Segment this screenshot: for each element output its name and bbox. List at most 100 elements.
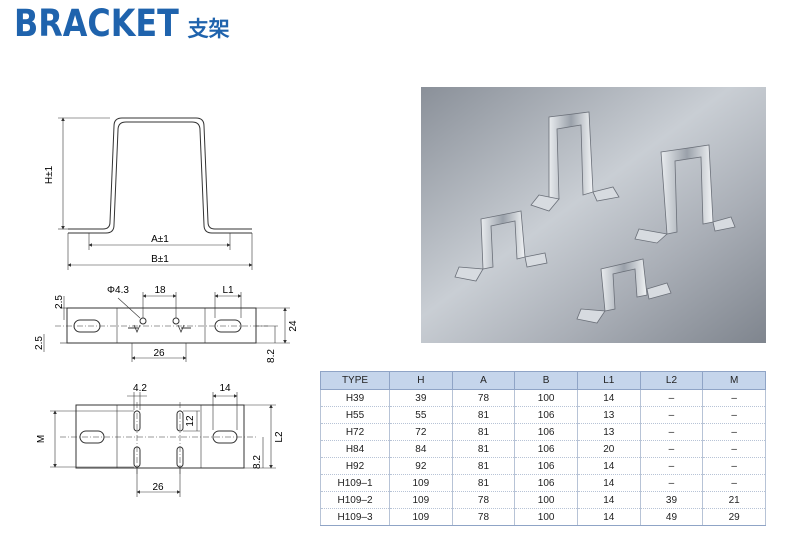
table-cell: H92 bbox=[320, 457, 390, 475]
table-cell: – bbox=[702, 474, 766, 492]
table-cell: 106 bbox=[514, 406, 578, 424]
table-cell: H72 bbox=[320, 423, 390, 441]
table-cell: 14 bbox=[576, 491, 641, 509]
table-cell: – bbox=[702, 457, 766, 475]
table-cell: – bbox=[639, 457, 704, 475]
table-cell: – bbox=[639, 406, 704, 424]
dim-18-label: 18 bbox=[154, 285, 166, 296]
dim-12-label: 12 bbox=[185, 415, 196, 427]
dim-14-label: 14 bbox=[219, 383, 231, 394]
dim-2-5-side-label: 2.5 bbox=[34, 336, 45, 350]
table-cell: – bbox=[702, 423, 766, 441]
dim-l1-label: L1 bbox=[222, 285, 234, 296]
table-cell: 106 bbox=[514, 457, 578, 475]
table-cell: 100 bbox=[514, 389, 578, 407]
table-cell: 78 bbox=[451, 389, 516, 407]
table-cell: 84 bbox=[389, 440, 453, 458]
table-cell: 100 bbox=[514, 508, 578, 526]
col-header: L2 bbox=[639, 371, 704, 390]
table-cell: 13 bbox=[576, 406, 641, 424]
bracket-left bbox=[454, 210, 548, 282]
table-cell: 21 bbox=[702, 491, 766, 509]
table-header-row: TYPE H A B L1 L2 M bbox=[320, 371, 766, 390]
title-chinese: 支架 bbox=[187, 17, 230, 41]
a-dimension-label: A±1 bbox=[151, 234, 169, 245]
table-cell: 109 bbox=[389, 474, 453, 492]
dim-8-2-label: 8.2 bbox=[266, 349, 277, 363]
table-cell: 78 bbox=[451, 508, 516, 526]
table-cell: 14 bbox=[576, 389, 641, 407]
slot-view-drawing bbox=[50, 392, 276, 497]
col-header: A bbox=[451, 371, 516, 390]
plan-view-drawing bbox=[43, 292, 290, 362]
table-cell: – bbox=[639, 389, 704, 407]
table-cell: H109–1 bbox=[320, 474, 390, 492]
table-cell: 72 bbox=[389, 423, 453, 441]
table-cell: 81 bbox=[451, 423, 516, 441]
table-cell: 14 bbox=[576, 474, 641, 492]
table-cell: 39 bbox=[389, 389, 453, 407]
col-header: TYPE bbox=[320, 371, 390, 390]
product-photo bbox=[421, 87, 766, 343]
table-cell: 109 bbox=[389, 508, 453, 526]
col-header: M bbox=[702, 371, 766, 390]
table-cell: H39 bbox=[320, 389, 390, 407]
table-cell: 14 bbox=[576, 457, 641, 475]
table-cell: 92 bbox=[389, 457, 453, 475]
col-header: H bbox=[389, 371, 453, 390]
table-cell: – bbox=[639, 423, 704, 441]
col-header: L1 bbox=[576, 371, 641, 390]
table-cell: 100 bbox=[514, 491, 578, 509]
dim-4-2-label: 4.2 bbox=[133, 383, 147, 394]
table-cell: 81 bbox=[451, 457, 516, 475]
table-cell: 55 bbox=[389, 406, 453, 424]
title-english: BRACKET bbox=[14, 2, 179, 45]
table-cell: – bbox=[702, 389, 766, 407]
table-cell: 109 bbox=[389, 491, 453, 509]
front-view-drawing bbox=[58, 117, 253, 270]
table-cell: 29 bbox=[702, 508, 766, 526]
dim-24-label: 24 bbox=[288, 320, 299, 332]
table-cell: 81 bbox=[451, 406, 516, 424]
dim-l2-label: L2 bbox=[274, 431, 285, 443]
dim-8-2-slot-label: 8.2 bbox=[252, 455, 263, 469]
technical-drawings: H±1 A±1 B±1 bbox=[34, 117, 299, 497]
table-cell: 20 bbox=[576, 440, 641, 458]
table-cell: 81 bbox=[451, 474, 516, 492]
table-cell: 39 bbox=[639, 491, 704, 509]
table-cell: 78 bbox=[451, 491, 516, 509]
table-cell: 81 bbox=[451, 440, 516, 458]
table-cell: – bbox=[639, 474, 704, 492]
page-title: BRACKET 支架 bbox=[14, 2, 230, 46]
dim-m-label: M bbox=[36, 435, 47, 443]
dim-26-slot-label: 26 bbox=[152, 482, 164, 493]
b-dimension-label: B±1 bbox=[151, 254, 169, 265]
dim-26-label: 26 bbox=[153, 348, 165, 359]
table-cell: – bbox=[702, 440, 766, 458]
table-cell: H109–2 bbox=[320, 491, 390, 509]
table-cell: 14 bbox=[576, 508, 641, 526]
table-cell: 49 bbox=[639, 508, 704, 526]
col-header: B bbox=[514, 371, 578, 390]
table-cell: 106 bbox=[514, 440, 578, 458]
table-cell: H55 bbox=[320, 406, 390, 424]
hole-diameter-label: Φ4.3 bbox=[107, 285, 129, 296]
bracket-large bbox=[530, 111, 620, 212]
table-cell: 13 bbox=[576, 423, 641, 441]
table-cell: H109–3 bbox=[320, 508, 390, 526]
table-cell: 106 bbox=[514, 474, 578, 492]
h-dimension-label: H±1 bbox=[44, 165, 55, 184]
table-cell: – bbox=[639, 440, 704, 458]
dim-2-5-top-label: 2.5 bbox=[54, 295, 65, 309]
table-cell: 106 bbox=[514, 423, 578, 441]
table-cell: H84 bbox=[320, 440, 390, 458]
